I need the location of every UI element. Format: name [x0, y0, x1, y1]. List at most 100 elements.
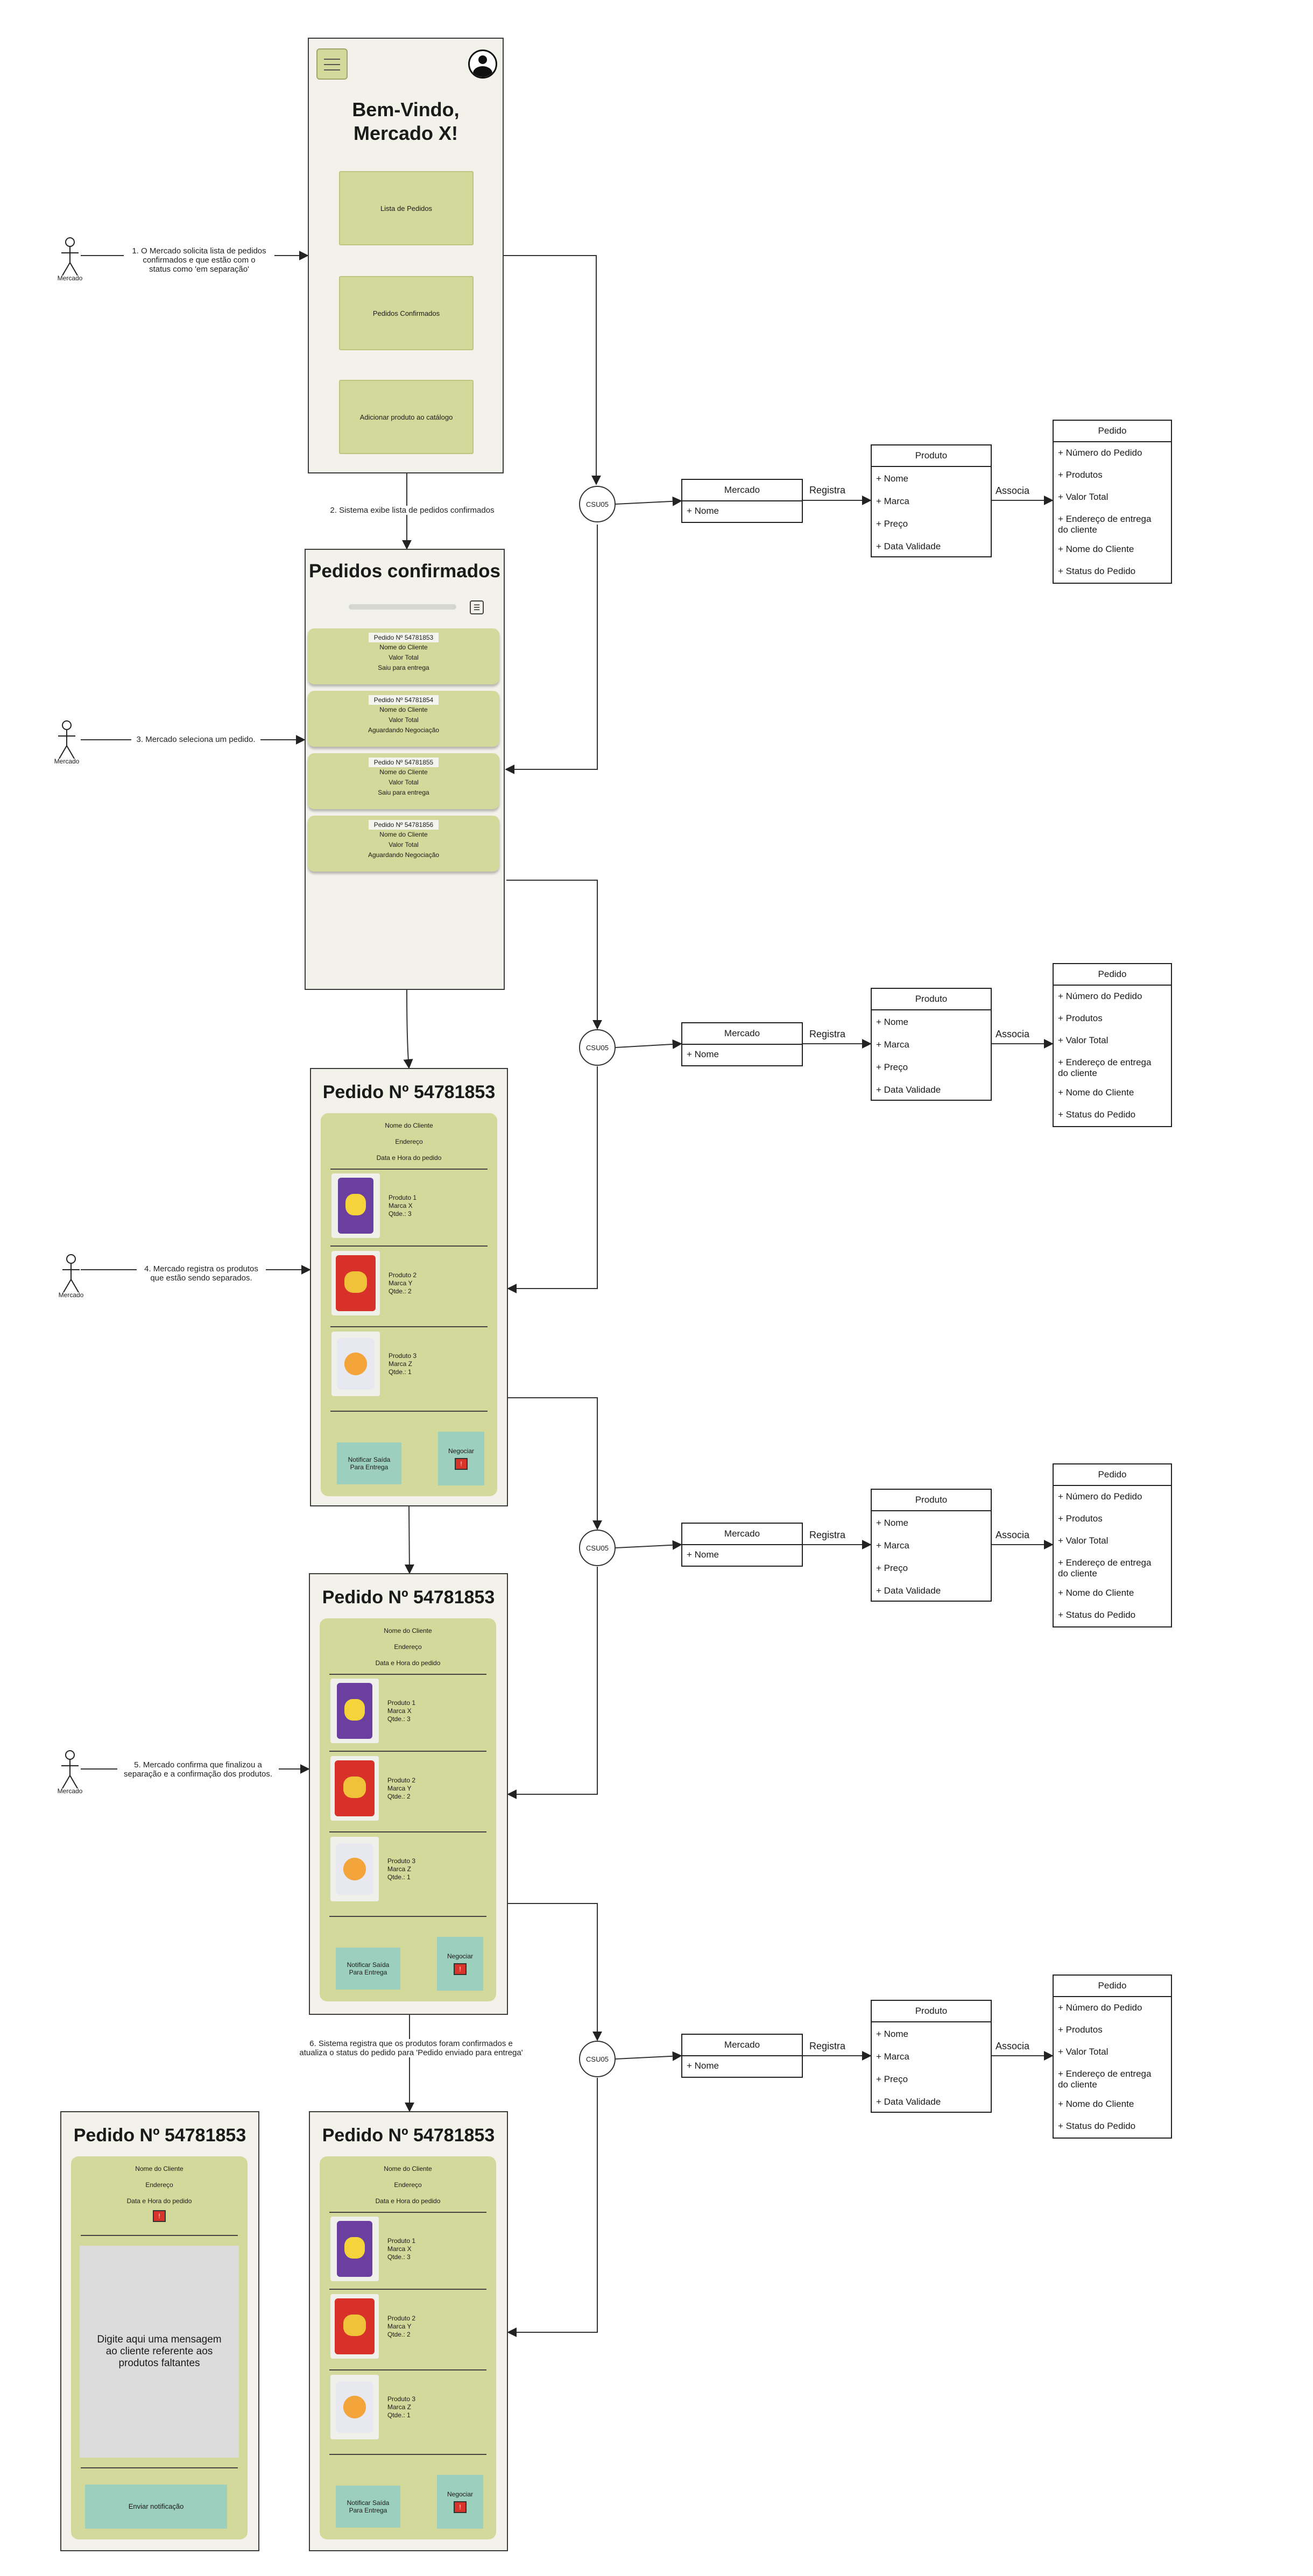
client-address: Endereço	[394, 1643, 422, 1651]
negotiate-button[interactable]: Negociar!	[437, 2475, 483, 2529]
welcome-title: Bem-Vindo,Mercado X!	[352, 98, 460, 144]
class-mercado: Mercado+ Nome	[681, 1022, 803, 1066]
divider	[329, 1916, 486, 1917]
warning-icon: !	[454, 1963, 467, 1975]
confirmed-orders-screen: Pedidos confirmados ☰ Pedido Nº 54781853…	[305, 549, 505, 990]
associa-label: Associa	[996, 485, 1030, 497]
class-produto: Produto + Nome + Marca + Preço + Data Va…	[871, 444, 992, 557]
actor-icon	[61, 1750, 79, 1789]
warning-icon: !	[455, 1458, 468, 1470]
home-screen: Bem-Vindo,Mercado X! Lista de Pedidos Pe…	[308, 38, 504, 473]
client-address: Endereço	[394, 2181, 422, 2189]
divider	[329, 2212, 486, 2213]
client-name: Nome do Cliente	[385, 1122, 433, 1129]
divider	[329, 2369, 486, 2370]
divider	[81, 2235, 238, 2236]
filter-icon[interactable]: ☰	[470, 600, 484, 614]
use-case-circle: CSU05	[579, 1530, 616, 1566]
product-image	[330, 2294, 379, 2359]
order-panel: Nome do Cliente Endereço Data e Hora do …	[321, 1113, 497, 1496]
warning-icon: !	[153, 2210, 166, 2222]
client-name: Nome do Cliente	[384, 1627, 432, 1634]
product-image	[330, 1756, 379, 1821]
divider	[329, 2454, 486, 2455]
page-title: Pedidos confirmados	[309, 561, 500, 582]
associa-label: Associa	[996, 2041, 1030, 2052]
order-title: Pedido Nº 54781853	[322, 1082, 496, 1102]
step-label-2: 2. Sistema exibe lista de pedidos confir…	[321, 506, 504, 515]
order-detail-screen: Pedido Nº 54781853 Nome do Cliente Ender…	[309, 1573, 508, 2015]
divider	[330, 1169, 488, 1170]
step-label-6: 6. Sistema registra que os produtos fora…	[294, 2039, 528, 2057]
actor-label: Mercado	[58, 1291, 84, 1299]
actor-icon	[62, 1254, 80, 1293]
menu-icon[interactable]	[316, 48, 348, 80]
negotiate-button[interactable]: Negociar!	[438, 1432, 484, 1485]
order-panel: Nome do Cliente Endereço Data e Hora do …	[320, 2156, 496, 2539]
product-image	[330, 1837, 379, 1901]
use-case-circle: CSU05	[579, 2041, 616, 2077]
step-label-3: 3. Mercado seleciona um pedido.	[131, 735, 260, 744]
class-mercado: Mercado+ Nome	[681, 479, 803, 523]
use-case-circle: CSU05	[579, 1029, 616, 1066]
profile-icon[interactable]	[468, 49, 497, 79]
product-image	[331, 1173, 380, 1238]
actor-icon	[58, 720, 75, 759]
class-produto: Produto + Nome + Marca + Preço + Data Va…	[871, 988, 992, 1101]
registra-label: Registra	[809, 2041, 846, 2052]
order-title: Pedido Nº 54781853	[73, 2125, 246, 2146]
order-list-button[interactable]: Lista de Pedidos	[339, 171, 474, 245]
order-title: Pedido Nº 54781853	[322, 2125, 495, 2146]
notification-screen: Pedido Nº 54781853 Nome do Cliente Ender…	[60, 2111, 259, 2551]
registra-label: Registra	[809, 485, 846, 496]
registra-label: Registra	[809, 1530, 846, 1541]
actor-label: Mercado	[57, 274, 83, 282]
actor-label: Mercado	[57, 1787, 83, 1795]
client-address: Endereço	[395, 1138, 423, 1145]
divider	[329, 2289, 486, 2290]
divider	[330, 1326, 488, 1327]
order-datetime: Data e Hora do pedido	[126, 2197, 192, 2205]
class-produto: Produto + Nome + Marca + Preço + Data Va…	[871, 2000, 992, 2113]
registra-label: Registra	[809, 1029, 846, 1040]
use-case-circle: CSU05	[579, 486, 616, 522]
notification-panel: Nome do Cliente Endereço Data e Hora do …	[71, 2156, 248, 2539]
add-product-button[interactable]: Adicionar produto ao catálogo	[339, 380, 474, 454]
divider	[81, 2467, 238, 2468]
search-input[interactable]	[349, 604, 456, 610]
divider	[329, 1674, 486, 1675]
confirmed-orders-button[interactable]: Pedidos Confirmados	[339, 276, 474, 350]
product-image	[330, 2217, 379, 2281]
order-datetime: Data e Hora do pedido	[375, 1659, 441, 1667]
divider	[329, 1831, 486, 1832]
class-mercado: Mercado+ Nome	[681, 1523, 803, 1567]
negotiate-button[interactable]: Negociar!	[437, 1937, 483, 1991]
class-mercado: Mercado+ Nome	[681, 2034, 803, 2078]
class-produto: Produto + Nome + Marca + Preço + Data Va…	[871, 1489, 992, 1602]
divider	[330, 1411, 488, 1412]
order-panel: Nome do Cliente Endereço Data e Hora do …	[320, 1618, 496, 2001]
send-notification-button[interactable]: Enviar notificação	[85, 2485, 227, 2529]
order-datetime: Data e Hora do pedido	[375, 2197, 441, 2205]
class-pedido: Pedido + Número do Pedido + Produtos + V…	[1053, 1975, 1172, 2139]
client-address: Endereço	[145, 2181, 173, 2189]
class-pedido: Pedido + Número do Pedido + Produtos + V…	[1053, 1463, 1172, 1627]
actor-label: Mercado	[54, 758, 80, 765]
order-title: Pedido Nº 54781853	[322, 1587, 495, 1608]
